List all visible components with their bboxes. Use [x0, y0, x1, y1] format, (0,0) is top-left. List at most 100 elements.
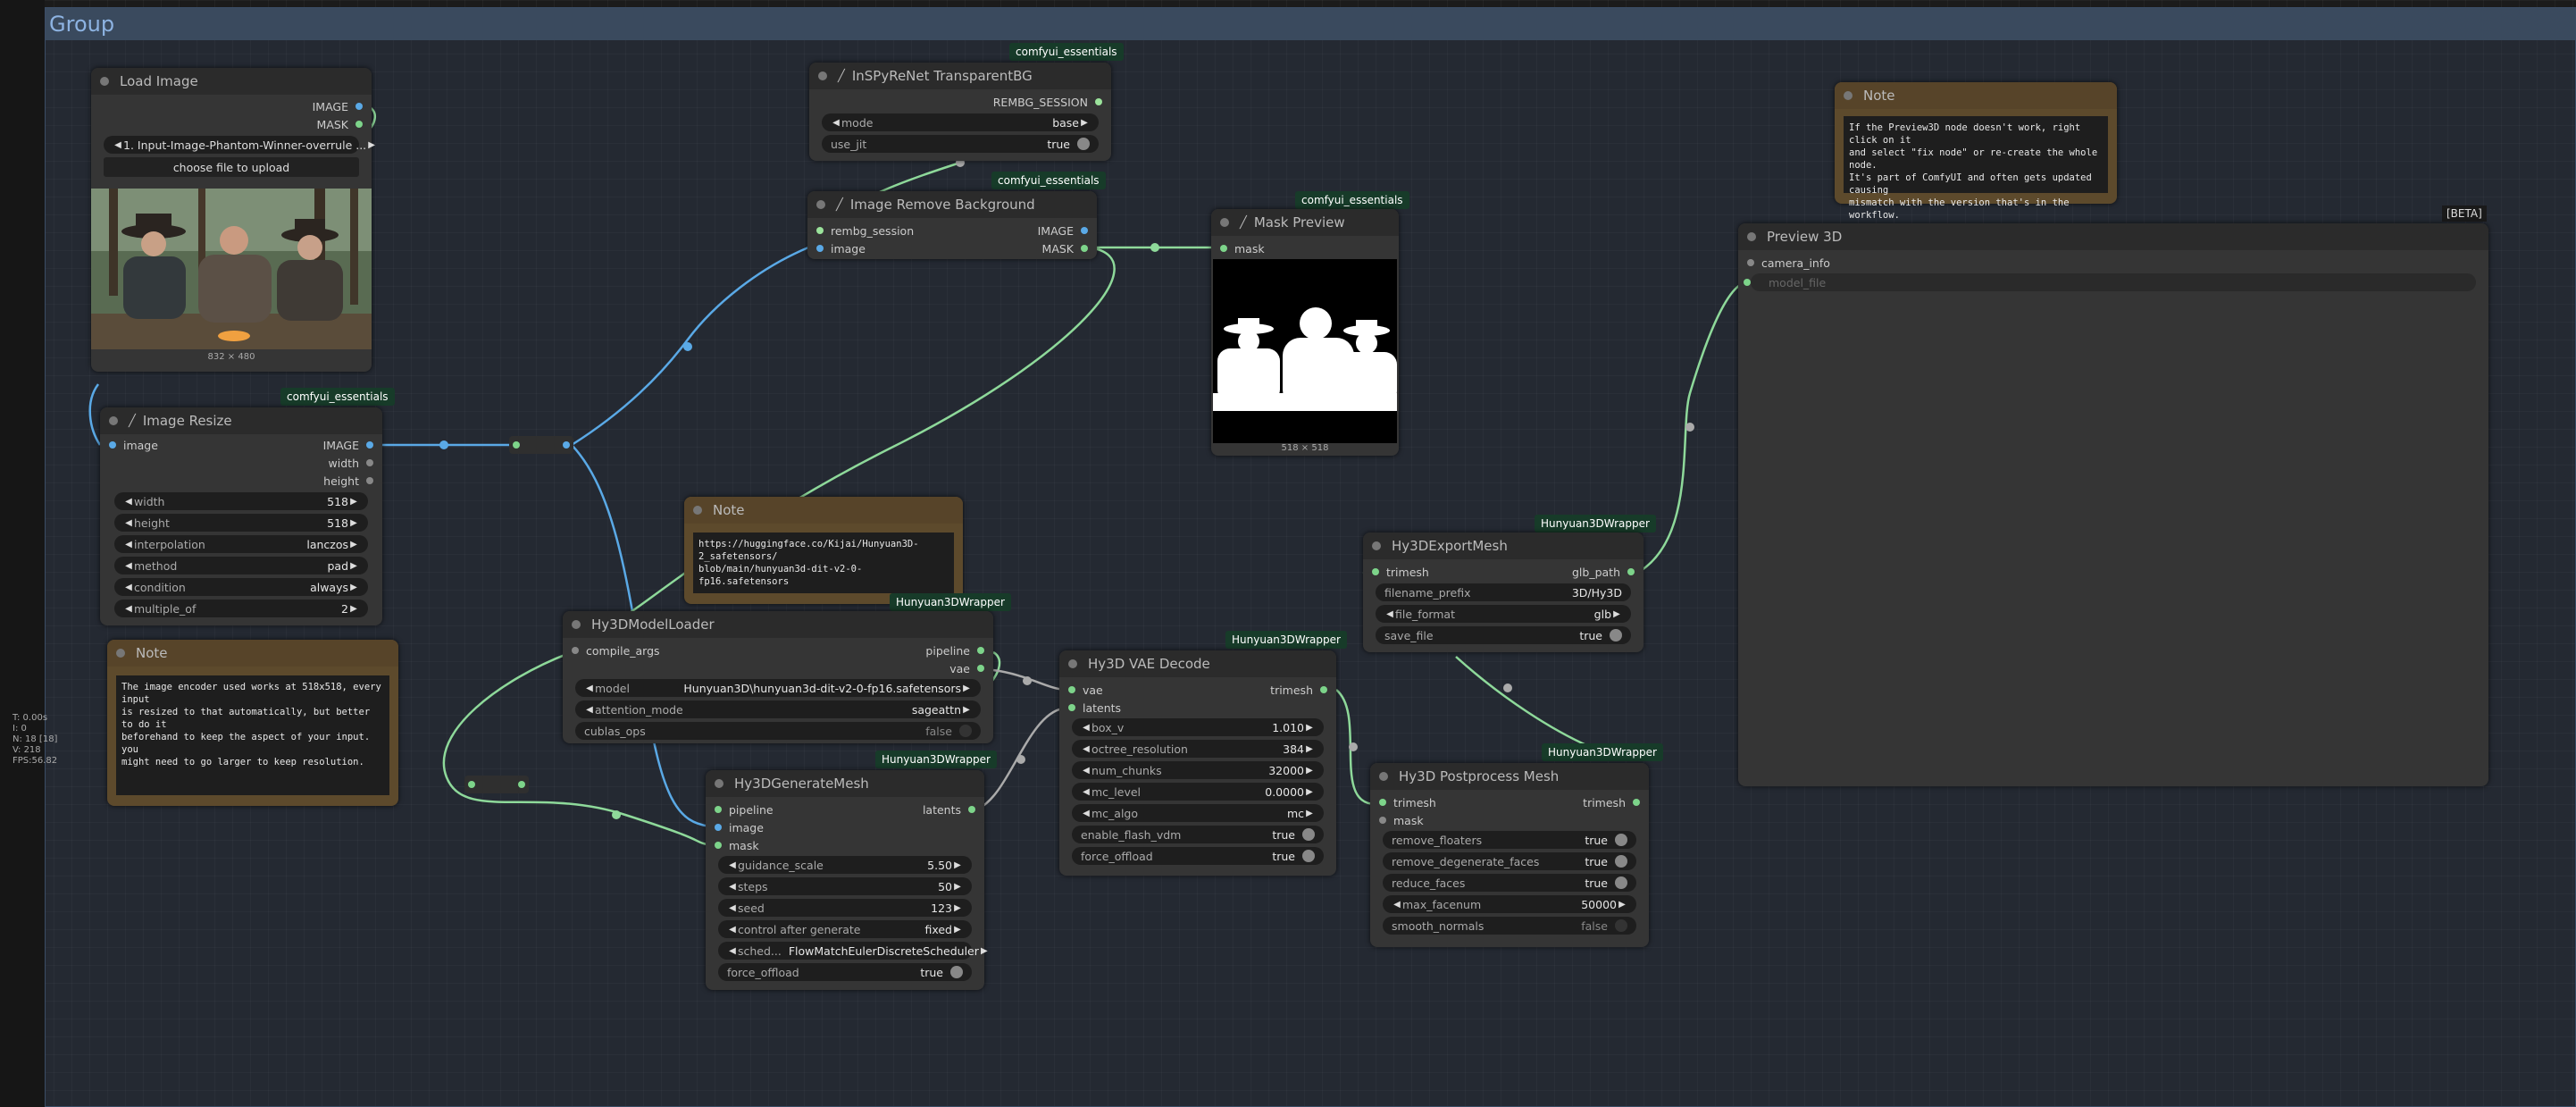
- model-file-field[interactable]: model_file: [1751, 273, 2476, 291]
- input-slot[interactable]: [1747, 259, 1754, 266]
- output-slot[interactable]: [1081, 227, 1088, 234]
- output-slot[interactable]: [355, 103, 363, 110]
- note-node-url[interactable]: Note https://huggingface.co/Kijai/Hunyua…: [684, 497, 963, 604]
- badge-comfyui-essentials: comfyui_essentials: [280, 388, 395, 406]
- remove-background-node[interactable]: ╱Image Remove Background rembg_session i…: [807, 191, 1097, 259]
- export-mesh-node[interactable]: Hy3DExportMesh trimesh glb_path filename…: [1363, 533, 1643, 652]
- input-slot[interactable]: [1068, 686, 1075, 693]
- load-image-node[interactable]: Load Image IMAGE MASK ◀1. Input-Image-Ph…: [91, 68, 375, 372]
- input-slot[interactable]: [1372, 568, 1379, 575]
- preview-3d-node[interactable]: Preview 3D camera_info model_file: [1738, 223, 2488, 786]
- output-label: width: [328, 456, 359, 470]
- postprocess-mesh-node[interactable]: Hy3D Postprocess Mesh trimesh mask trime…: [1370, 763, 1649, 947]
- reroute-node: [464, 776, 529, 793]
- output-label: MASK: [316, 117, 348, 131]
- input-slot[interactable]: [816, 245, 824, 252]
- output-slot[interactable]: [977, 647, 984, 654]
- model-loader-node[interactable]: Hy3DModelLoader compile_args pipeline va…: [563, 611, 993, 743]
- input-slot[interactable]: [715, 824, 722, 831]
- note-text[interactable]: The image encoder used works at 518x518,…: [116, 675, 389, 795]
- input-slot[interactable]: [1379, 799, 1386, 806]
- output-slot[interactable]: [977, 665, 984, 672]
- arrow-right-icon[interactable]: ▶: [368, 139, 375, 150]
- output-slot[interactable]: [366, 477, 373, 484]
- input-slot[interactable]: [816, 227, 824, 234]
- output-label: height: [323, 474, 359, 488]
- input-slot[interactable]: [572, 647, 579, 654]
- note-node-left[interactable]: Note The image encoder used works at 518…: [107, 640, 398, 806]
- input-slot[interactable]: [1744, 279, 1751, 286]
- mask-preview-node[interactable]: ╱Mask Preview mask 518 × 518: [1211, 209, 1399, 456]
- note-node-right[interactable]: Note If the Preview3D node doesn't work,…: [1835, 82, 2117, 221]
- input-label: image: [729, 820, 764, 834]
- vae-decode-node[interactable]: Hy3D VAE Decode vae latents trimesh ◀box…: [1059, 650, 1336, 876]
- output-slot[interactable]: [355, 121, 363, 128]
- output-slot[interactable]: [1627, 568, 1635, 575]
- input-slot[interactable]: [1220, 245, 1227, 252]
- transparent-bg-node[interactable]: ╱InSPyReNet TransparentBG REMBG_SESSION …: [809, 63, 1111, 161]
- scheduler-combo[interactable]: ◀sched...FlowMatchEulerDiscreteScheduler…: [718, 942, 988, 960]
- output-slot[interactable]: [366, 459, 373, 466]
- input-slot[interactable]: [1068, 704, 1075, 711]
- input-slot[interactable]: [1379, 817, 1386, 824]
- reroute-dot: [1023, 676, 1032, 685]
- input-slot[interactable]: [715, 842, 722, 849]
- upload-button[interactable]: choose file to upload: [104, 157, 359, 177]
- image-combo[interactable]: ◀1. Input-Image-Phantom-Winner-overrule …: [104, 136, 375, 154]
- link-mask-to-gen: [580, 246, 1116, 645]
- output-label: IMAGE: [312, 99, 348, 113]
- input-slot[interactable]: [715, 806, 722, 813]
- note-text[interactable]: https://huggingface.co/Kijai/Hunyuan3D-2…: [693, 533, 954, 593]
- input-label: trimesh: [1386, 565, 1429, 579]
- output-slot[interactable]: [1095, 98, 1102, 105]
- output-slot[interactable]: [1320, 686, 1327, 693]
- arrow-left-icon[interactable]: ◀: [114, 139, 121, 150]
- output-slot[interactable]: [1081, 245, 1088, 252]
- collapse-dot-icon[interactable]: [100, 77, 109, 86]
- input-slot[interactable]: [109, 441, 116, 449]
- generate-mesh-node[interactable]: Hy3DGenerateMesh pipeline image mask lat…: [706, 770, 988, 990]
- output-slot[interactable]: [968, 806, 975, 813]
- collapse-dot-icon[interactable]: [109, 416, 118, 425]
- note-text[interactable]: If the Preview3D node doesn't work, righ…: [1844, 116, 2108, 221]
- image-resize-node[interactable]: ╱Image Resize image IMAGE width height ◀…: [100, 407, 382, 625]
- output-slot[interactable]: [1633, 799, 1640, 806]
- wand-icon: ╱: [836, 197, 843, 212]
- group-title[interactable]: Group: [46, 8, 2575, 40]
- 3d-viewport[interactable]: [1751, 298, 2476, 774]
- left-strip: [0, 0, 45, 1107]
- output-slot[interactable]: [366, 441, 373, 449]
